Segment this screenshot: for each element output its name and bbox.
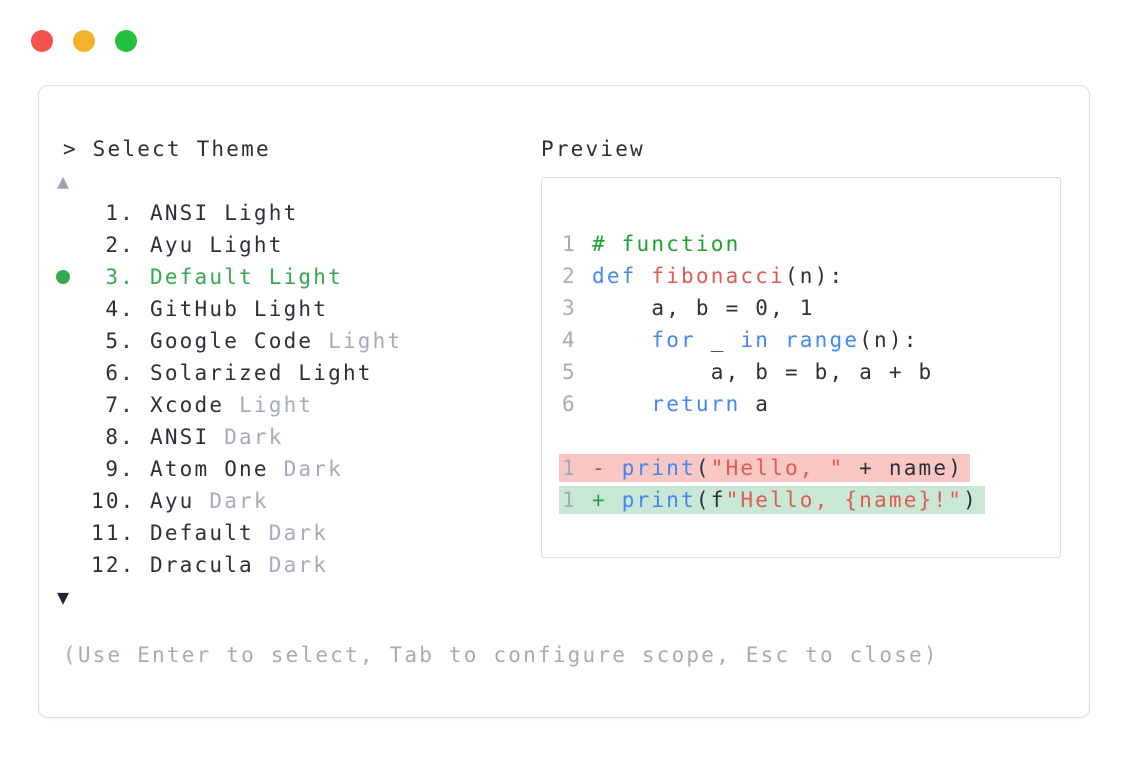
theme-item-label: Default Light	[150, 265, 343, 289]
scroll-up-icon[interactable]: ▲	[57, 169, 72, 193]
theme-item-11[interactable]: 11. Default Dark	[63, 517, 523, 549]
minimize-button[interactable]	[73, 30, 95, 52]
theme-item-number: 10.	[91, 489, 136, 513]
theme-item-10[interactable]: 10. Ayu Dark	[63, 485, 523, 517]
theme-item-number: 2.	[105, 233, 135, 257]
line-number: 1	[562, 232, 577, 256]
theme-item-label: Dark	[283, 457, 343, 481]
close-button[interactable]	[31, 30, 53, 52]
theme-item-number: 4.	[105, 297, 135, 321]
theme-item-number: 5.	[105, 329, 135, 353]
theme-item-5[interactable]: 5. Google Code Light	[63, 325, 523, 357]
theme-item-label: Dark	[268, 521, 329, 545]
theme-item-number: 12.	[91, 553, 136, 577]
theme-item-label: Dark	[209, 489, 269, 513]
keyboard-hint: (Use Enter to select, Tab to configure s…	[63, 643, 939, 667]
code-line: 4 for _ in range(n):	[562, 328, 919, 352]
theme-item-label: Ayu Light	[150, 233, 284, 257]
theme-item-7[interactable]: 7. Xcode Light	[63, 389, 523, 421]
theme-item-label: GitHub Light	[150, 297, 329, 321]
theme-item-label: Dark	[268, 553, 329, 577]
preview-title: Preview	[541, 137, 645, 161]
theme-item-6[interactable]: 6. Solarized Light	[63, 357, 523, 389]
theme-item-3[interactable]: 3. Default Light	[56, 261, 523, 293]
code-line: 1- print("Hello, " + name)	[559, 452, 1060, 484]
line-number: 2	[562, 264, 577, 288]
line-number: 1	[562, 488, 577, 512]
theme-item-label: Atom One	[150, 457, 284, 481]
theme-selector-pane: > Select Theme ▲ 1. ANSI Light 2. Ayu Light…	[56, 133, 1048, 667]
theme-selector-window: > Select Theme ▲ 1. ANSI Light 2. Ayu Light…	[38, 85, 1090, 718]
line-number: 5	[562, 360, 577, 384]
theme-item-number: 6.	[105, 361, 135, 385]
theme-item-1[interactable]: 1. ANSI Light	[63, 197, 523, 229]
traffic-lights	[31, 30, 137, 52]
line-number: 4	[562, 328, 577, 352]
theme-item-label: Dracula	[150, 553, 269, 577]
theme-item-number: 1.	[105, 201, 135, 225]
theme-item-label: Xcode	[150, 393, 240, 417]
theme-item-4[interactable]: 4. GitHub Light	[63, 293, 523, 325]
line-number: 1	[562, 456, 577, 480]
theme-item-label: ANSI Light	[150, 201, 299, 225]
line-number: 3	[562, 296, 577, 320]
theme-item-label: Default	[150, 521, 269, 545]
theme-item-number: 9.	[105, 457, 135, 481]
select-theme-prompt: > Select Theme	[63, 137, 271, 161]
code-line: 6 return a	[562, 392, 771, 416]
theme-item-label: Solarized Light	[150, 361, 373, 385]
theme-item-2[interactable]: 2. Ayu Light	[63, 229, 523, 261]
theme-list: 1. ANSI Light 2. Ayu Light 3. Default Light 4.…	[56, 197, 1048, 581]
theme-item-number: 8.	[105, 425, 135, 449]
theme-item-label: Ayu	[150, 489, 210, 513]
theme-item-number: 11.	[91, 521, 136, 545]
theme-item-label: Light	[328, 329, 403, 353]
theme-item-number: 7.	[105, 393, 135, 417]
theme-item-12[interactable]: 12. Dracula Dark	[63, 549, 523, 581]
theme-item-label: Dark	[224, 425, 284, 449]
zoom-button[interactable]	[115, 30, 137, 52]
theme-item-label: ANSI	[150, 425, 225, 449]
theme-item-label: Google Code	[150, 329, 329, 353]
code-line	[562, 420, 1060, 452]
code-line: 5 a, b = b, a + b	[562, 360, 934, 384]
theme-item-number: 3.	[105, 265, 135, 289]
selected-dot-icon	[56, 270, 70, 284]
line-number: 6	[562, 392, 577, 416]
theme-item-8[interactable]: 8. ANSI Dark	[63, 421, 523, 453]
scroll-down-icon[interactable]: ▼	[57, 585, 72, 609]
theme-item-label: Light	[239, 393, 314, 417]
code-line: 1+ print(f"Hello, {name}!")	[559, 484, 1060, 516]
code-line: 1# function	[562, 232, 741, 256]
code-line: 3 a, b = 0, 1	[562, 296, 815, 320]
theme-item-9[interactable]: 9. Atom One Dark	[63, 453, 523, 485]
